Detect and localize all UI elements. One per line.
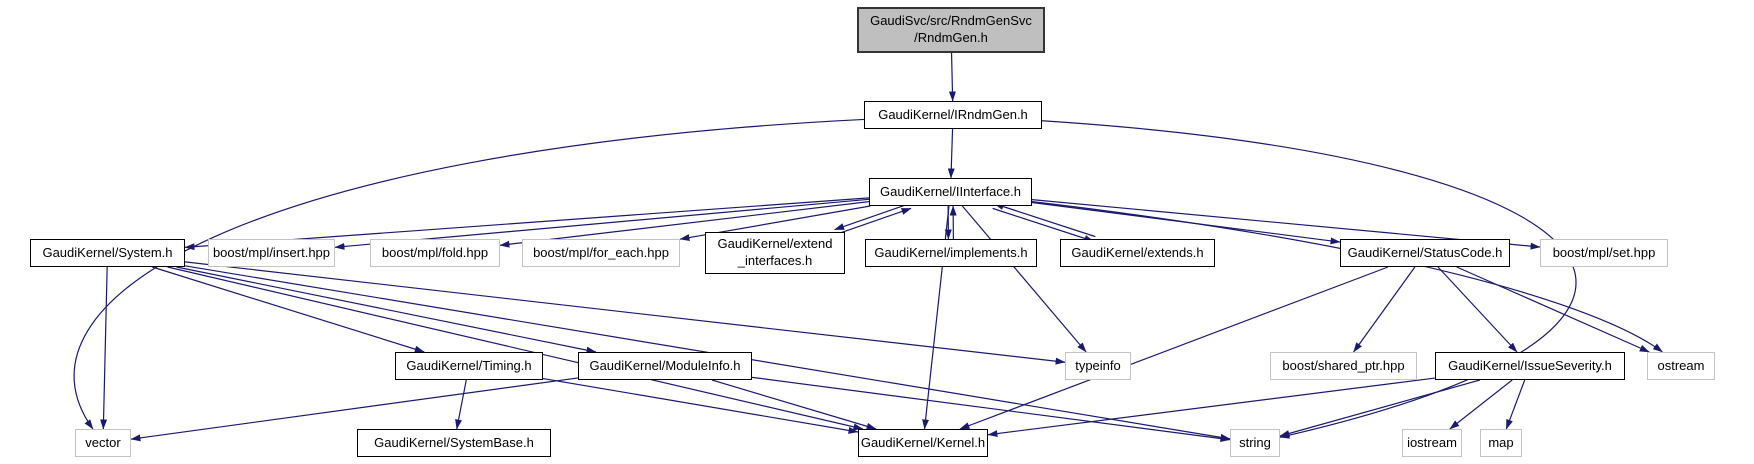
node-vector: vector xyxy=(75,429,131,457)
node-ostream: ostream xyxy=(1647,352,1715,380)
edge-system-moduleinfo xyxy=(176,266,597,354)
node-rndmgen: GaudiSvc/src/RndmGenSvc/RndmGen.h xyxy=(857,7,1045,53)
edge-moduleinfo-kernel xyxy=(711,379,877,430)
edge-issueseverity-string xyxy=(1279,379,1481,437)
node-moduleinfo[interactable]: GaudiKernel/ModuleInfo.h xyxy=(578,352,752,380)
node-label: GaudiSvc/src/RndmGenSvc xyxy=(870,13,1032,29)
node-label: boost/mpl/set.hpp xyxy=(1552,244,1656,260)
node-label: ostream xyxy=(1657,357,1705,373)
node-label: GaudiKernel/System.h xyxy=(42,244,173,260)
node-label: GaudiKernel/IssueSeverity.h xyxy=(1448,357,1612,373)
edge-iinterface-extends xyxy=(992,207,1095,242)
edge-iinterface-extends-back xyxy=(993,203,1096,238)
edge-moduleinfo-string xyxy=(751,376,1231,442)
node-extendif[interactable]: GaudiKernel/extend_interfaces.h xyxy=(705,232,845,274)
node-statuscode[interactable]: GaudiKernel/StatusCode.h xyxy=(1340,239,1510,267)
node-label: GaudiKernel/extends.h xyxy=(1071,244,1204,260)
node-typeinfo: typeinfo xyxy=(1065,352,1131,380)
edge-timing-kernel xyxy=(542,377,859,434)
node-insert: boost/mpl/insert.hpp xyxy=(208,239,335,267)
node-iinterface[interactable]: GaudiKernel/IInterface.h xyxy=(869,178,1032,206)
edge-issueseverity-iostream xyxy=(1449,379,1513,430)
node-label: GaudiKernel/extend xyxy=(717,236,833,252)
edge-issueseverity-map xyxy=(1505,379,1526,430)
node-systembase[interactable]: GaudiKernel/SystemBase.h xyxy=(357,429,551,457)
edge-statuscode-sharedptr xyxy=(1353,266,1416,353)
edge-statuscode-ostream xyxy=(1456,266,1650,353)
node-label: boost/mpl/insert.hpp xyxy=(212,244,331,260)
node-label: iostream xyxy=(1407,434,1457,450)
edge-iinterface-extendif xyxy=(834,203,910,231)
node-mplset: boost/mpl/set.hpp xyxy=(1540,239,1668,267)
node-label: _interfaces.h xyxy=(737,253,813,268)
node-label: map xyxy=(1488,434,1514,450)
edge-irndmgen-iinterface xyxy=(947,128,955,179)
edge-issueseverity-kernel xyxy=(987,377,1436,438)
node-sharedptr: boost/shared_ptr.hpp xyxy=(1270,352,1417,380)
node-label: GaudiKernel/StatusCode.h xyxy=(1347,244,1503,260)
node-label: GaudiKernel/IInterface.h xyxy=(880,183,1021,199)
node-timing[interactable]: GaudiKernel/Timing.h xyxy=(395,352,543,380)
node-iostream: iostream xyxy=(1402,429,1462,457)
node-system[interactable]: GaudiKernel/System.h xyxy=(30,239,185,267)
node-label: GaudiKernel/SystemBase.h xyxy=(374,434,534,450)
node-label: typeinfo xyxy=(1075,357,1121,373)
node-label: GaudiKernel/ModuleInfo.h xyxy=(589,357,741,373)
edge-system-kernel xyxy=(167,266,864,431)
edge-iinterface-extendif-back xyxy=(836,207,912,235)
edge-timing-systembase xyxy=(455,379,467,430)
edge-rndmgen-irndmgen xyxy=(948,52,956,102)
edge-system-timing xyxy=(152,266,425,353)
node-label: GaudiKernel/IRndmGen.h xyxy=(878,106,1028,122)
node-irndmgen[interactable]: GaudiKernel/IRndmGen.h xyxy=(864,101,1042,129)
node-label: vector xyxy=(85,434,121,450)
node-label: GaudiKernel/implements.h xyxy=(874,244,1028,260)
edge-system-typeinfo xyxy=(184,261,1066,365)
edge-system-vector xyxy=(100,266,108,430)
edge-irndmgen-string xyxy=(1041,120,1577,439)
edge-iinterface-typeinfo xyxy=(961,205,1087,353)
node-label: GaudiKernel/Kernel.h xyxy=(860,434,986,450)
node-label: /RndmGen.h xyxy=(914,30,988,45)
node-issueseverity[interactable]: GaudiKernel/IssueSeverity.h xyxy=(1435,352,1625,380)
node-label: boost/mpl/for_each.hpp xyxy=(533,244,669,260)
node-foreach: boost/mpl/for_each.hpp xyxy=(522,239,680,267)
node-string: string xyxy=(1230,429,1280,457)
node-label: boost/mpl/fold.hpp xyxy=(381,244,489,260)
edge-moduleinfo-vector xyxy=(130,377,579,442)
edge-statuscode-issueseverity xyxy=(1437,266,1518,353)
edge-iinterface-ostream xyxy=(1031,201,1663,353)
node-fold: boost/mpl/fold.hpp xyxy=(370,239,500,267)
node-label: GaudiKernel/Timing.h xyxy=(406,357,532,373)
node-label: string xyxy=(1239,434,1271,450)
edge-irndmgen-vector xyxy=(73,118,865,430)
node-label: boost/shared_ptr.hpp xyxy=(1282,357,1405,373)
node-implements[interactable]: GaudiKernel/implements.h xyxy=(865,239,1037,267)
node-map: map xyxy=(1480,429,1522,457)
edge-statuscode-kernel xyxy=(959,266,1389,430)
node-extends[interactable]: GaudiKernel/extends.h xyxy=(1060,239,1215,267)
node-kernel[interactable]: GaudiKernel/Kernel.h xyxy=(858,429,988,457)
edge-iinterface-fold xyxy=(499,201,870,248)
